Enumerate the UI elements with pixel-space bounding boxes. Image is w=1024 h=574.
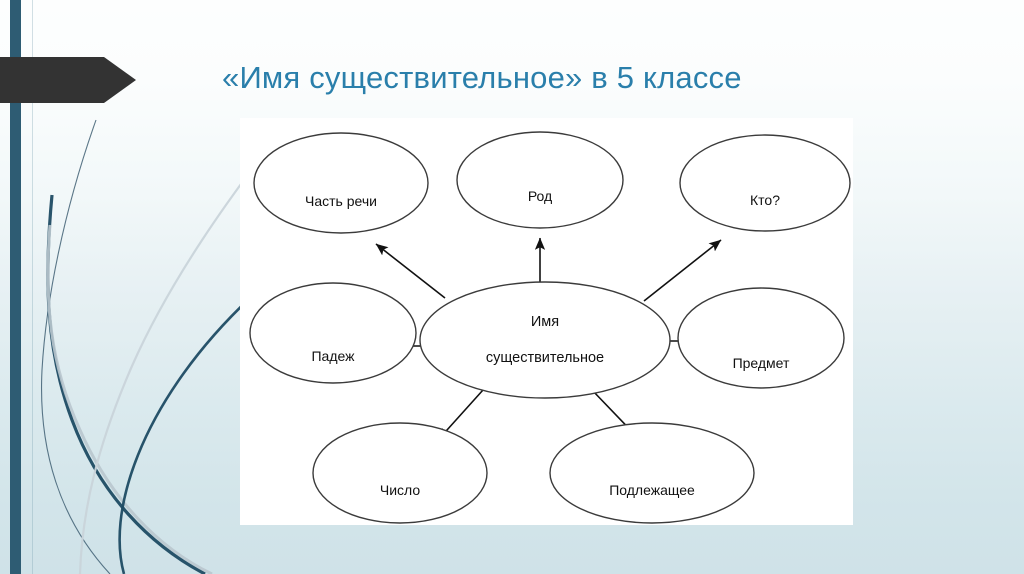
- node-label-kto: Кто?: [750, 192, 780, 208]
- node-rod[interactable]: Род: [456, 131, 624, 229]
- left-accent-bar: [10, 0, 21, 574]
- node-podlezhashee[interactable]: Подлежащее: [549, 422, 755, 524]
- node-center[interactable]: Имя существительное: [419, 281, 671, 399]
- title-banner-arrow: [0, 57, 136, 103]
- node-ellipse-kto[interactable]: [679, 134, 851, 232]
- node-predmet[interactable]: Предмет: [677, 287, 845, 389]
- node-label-chast-rechi: Часть речи: [305, 193, 377, 209]
- node-label-center-line1: Имя: [531, 314, 559, 330]
- mind-map-diagram: Часть речи Род Кто? Падеж Предмет Число: [249, 131, 851, 524]
- edge-center-to-chast-rechi: [375, 243, 446, 299]
- diagram-panel: Часть речи Род Кто? Падеж Предмет Число: [240, 118, 853, 525]
- node-ellipse-predmet[interactable]: [677, 287, 845, 389]
- node-label-podlezhashee: Подлежащее: [609, 482, 695, 498]
- node-label-center-line2: существительное: [486, 350, 604, 366]
- left-hairline: [32, 0, 33, 574]
- node-chislo[interactable]: Число: [312, 422, 488, 524]
- node-ellipse-chislo[interactable]: [312, 422, 488, 524]
- page-title: «Имя существительное» в 5 классе: [222, 60, 742, 95]
- node-ellipse-rod[interactable]: [456, 131, 624, 229]
- node-ellipse-padezh[interactable]: [249, 282, 417, 384]
- node-ellipse-podlezhashee[interactable]: [549, 422, 755, 524]
- edge-center-to-kto: [643, 239, 722, 302]
- node-label-chislo: Число: [380, 482, 420, 498]
- node-label-rod: Род: [528, 188, 552, 204]
- node-label-predmet: Предмет: [733, 355, 790, 371]
- node-padezh[interactable]: Падеж: [249, 282, 417, 384]
- node-ellipse-center[interactable]: [419, 281, 671, 399]
- node-kto[interactable]: Кто?: [679, 134, 851, 232]
- node-chast-rechi[interactable]: Часть речи: [253, 132, 429, 234]
- node-ellipse-chast-rechi[interactable]: [253, 132, 429, 234]
- node-label-padezh: Падеж: [311, 348, 355, 364]
